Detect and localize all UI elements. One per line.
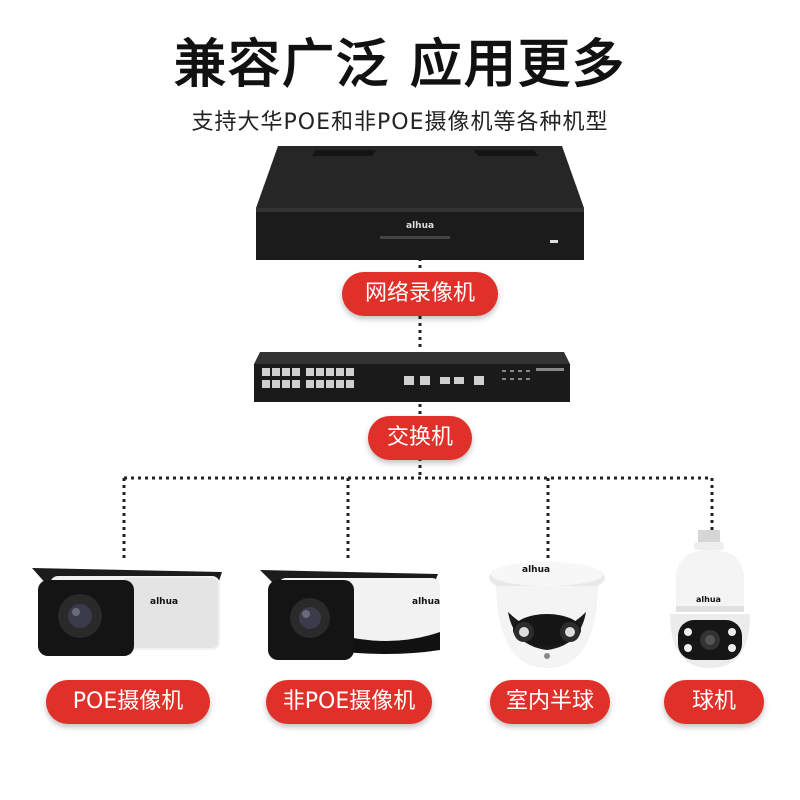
nvr-device-image: alhua [250, 140, 590, 264]
page-subtitle: 支持大华POE和非POE摄像机等各种机型 [191, 110, 609, 135]
camera-brand-logo: alhua [696, 595, 721, 604]
camera-brand-logo: alhua [522, 565, 550, 575]
switch-label: 交换机 [368, 416, 472, 460]
camera-brand-logo: alhua [412, 597, 440, 607]
nvr-label: 网络录像机 [342, 272, 498, 316]
indoor-dome-camera-image: alhua [484, 556, 610, 674]
nvr-brand-logo: alhua [406, 221, 434, 231]
poe-bullet-camera-image: alhua [22, 556, 228, 666]
switch-device-image [252, 350, 572, 410]
non-poe-bullet-camera-image: alhua [258, 562, 444, 672]
indoor-dome-label: 室内半球 [490, 680, 610, 724]
poe-camera-label: POE摄像机 [46, 680, 210, 724]
page-title: 兼容广泛 应用更多 [173, 35, 627, 95]
non-poe-camera-label: 非POE摄像机 [266, 680, 432, 724]
ptz-dome-label: 球机 [664, 680, 764, 724]
camera-brand-logo: alhua [150, 597, 178, 607]
ptz-speed-dome-camera-image: alhua [660, 528, 760, 676]
